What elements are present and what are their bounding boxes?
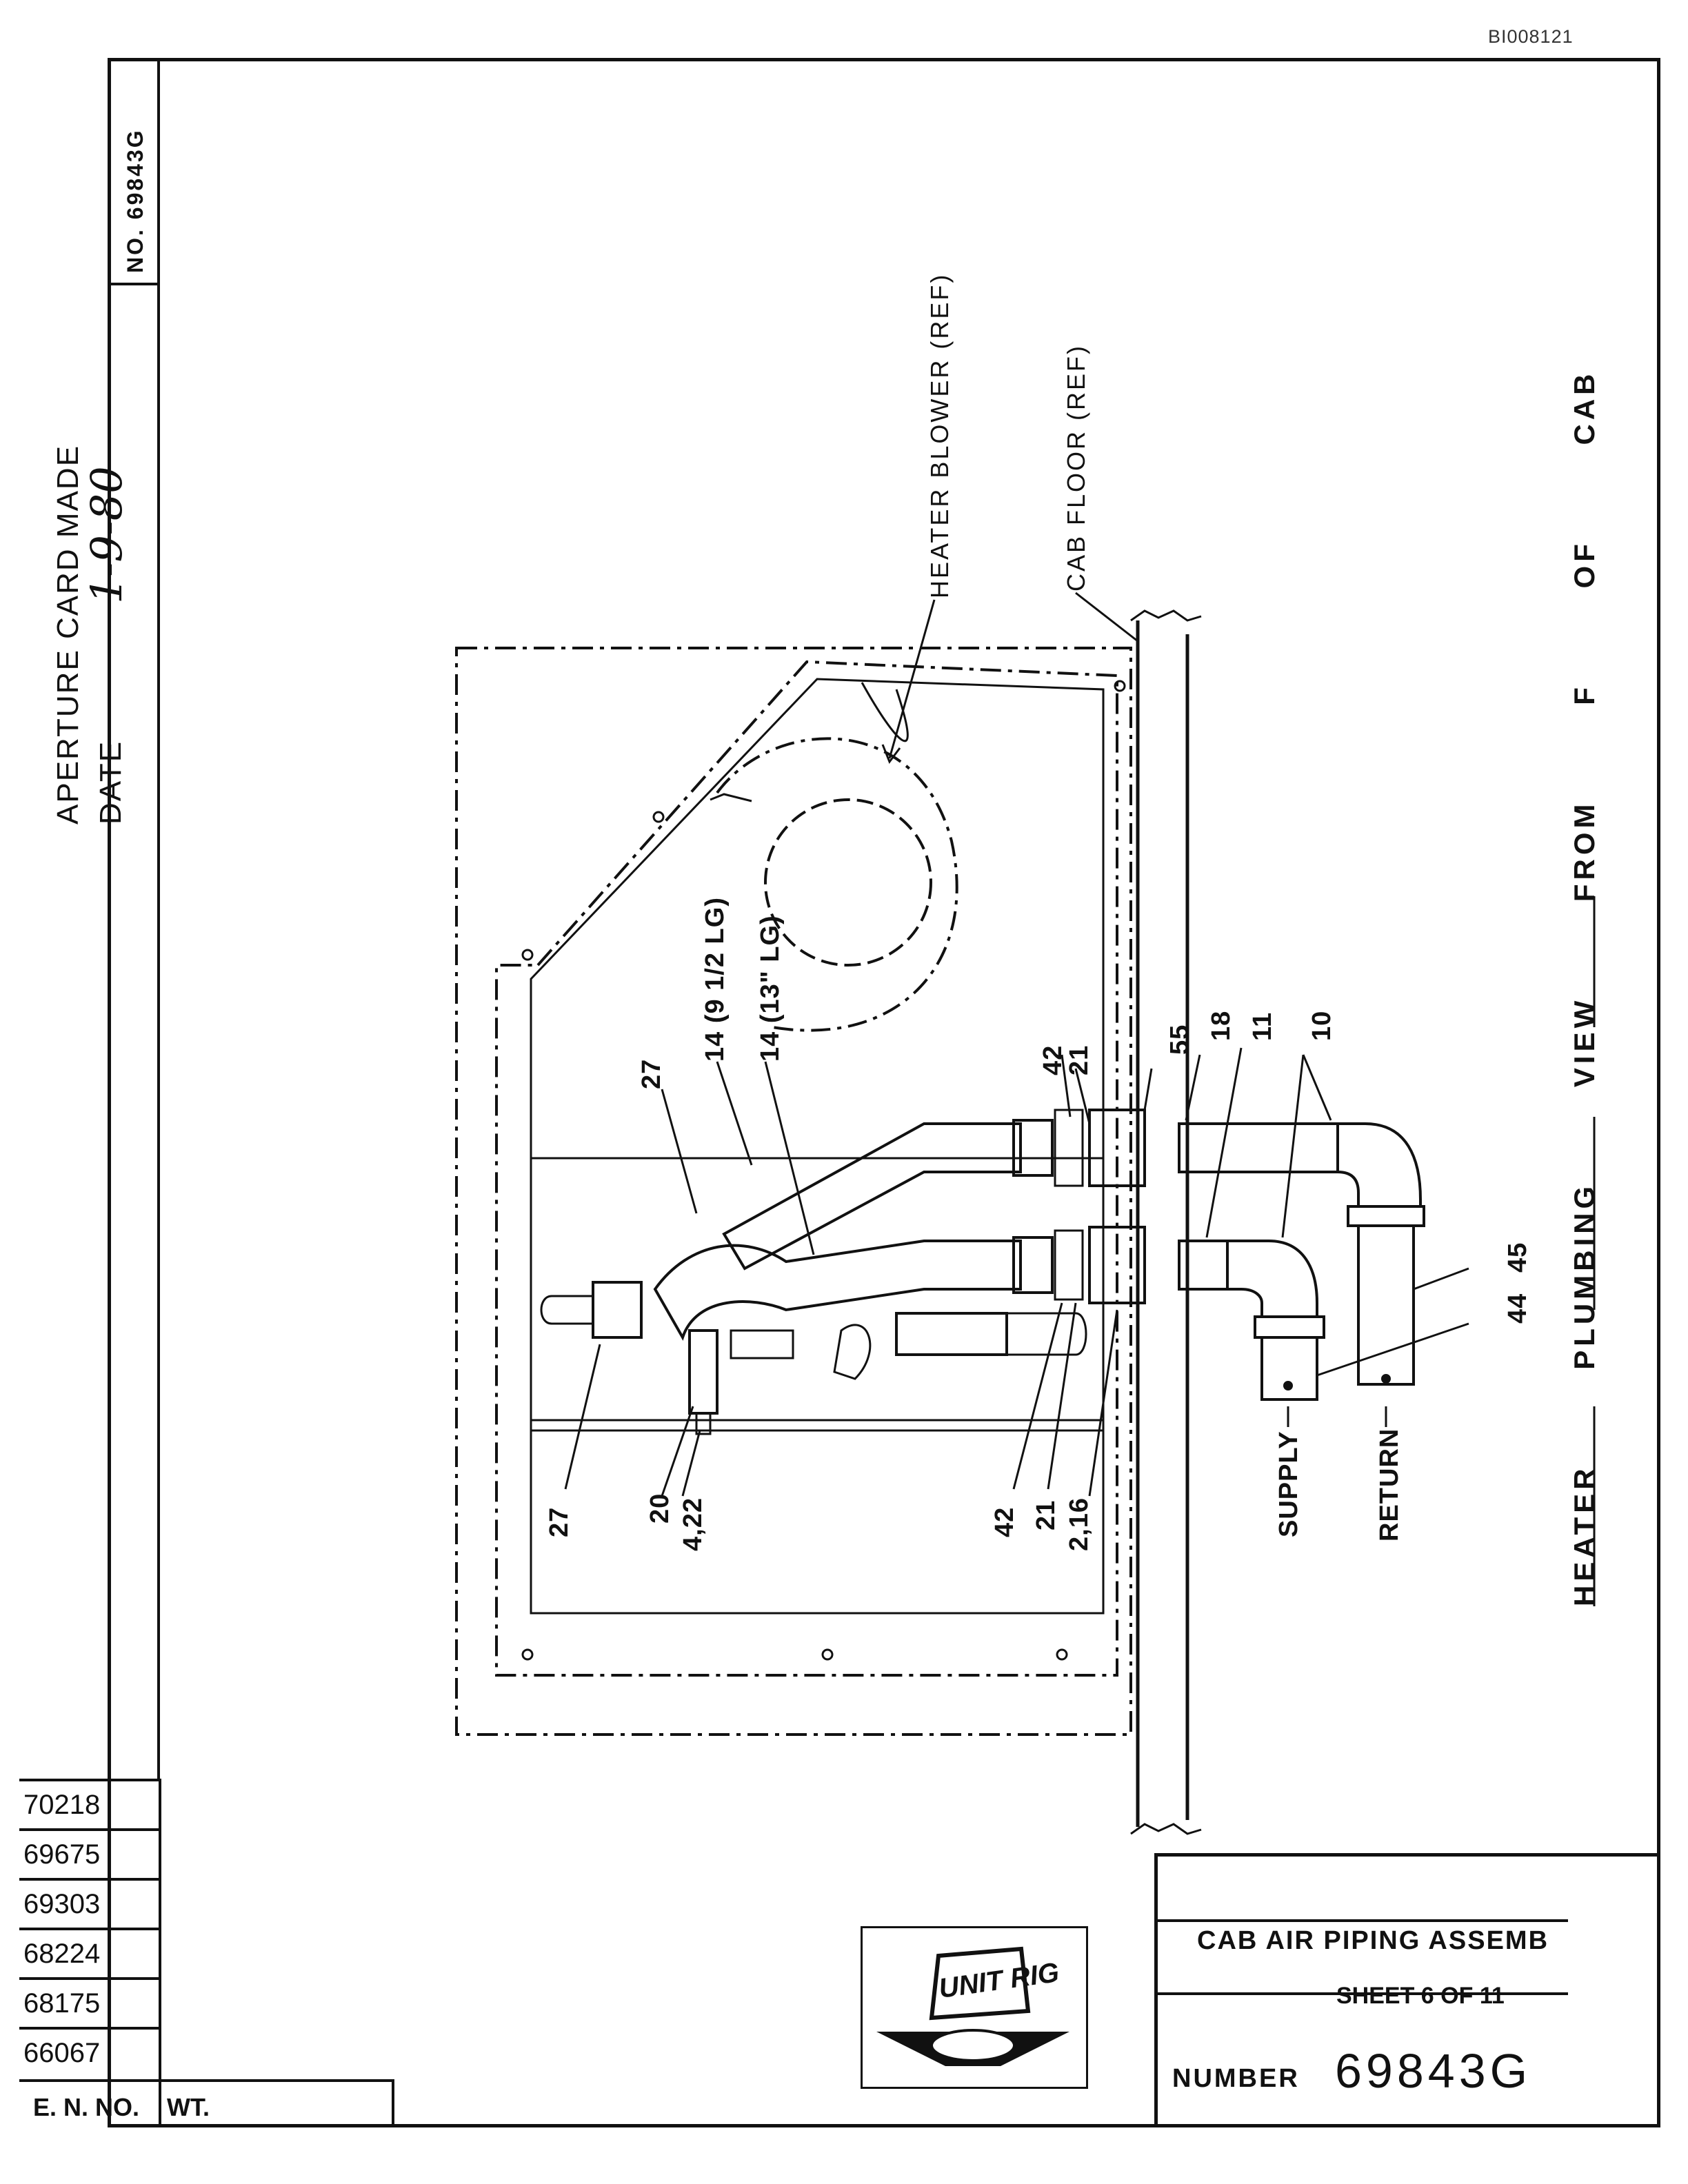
drawing-number-tab bbox=[108, 58, 160, 285]
return-tube bbox=[1357, 1224, 1415, 1386]
en-number-4: 68224 bbox=[19, 1928, 161, 1976]
blower-fan bbox=[764, 798, 932, 967]
callout-10: 10 bbox=[1307, 1010, 1336, 1041]
hose-upper bbox=[722, 1122, 1022, 1271]
supply-tube bbox=[1260, 1336, 1318, 1401]
en-number-5: 68175 bbox=[19, 1977, 161, 2025]
label-hose-14-long: 14 (13" LG) bbox=[756, 915, 785, 1062]
callout-4-22: 4,22 bbox=[679, 1497, 707, 1551]
left-margin-strip bbox=[108, 58, 160, 1781]
weight-header: WT. bbox=[160, 2079, 394, 2127]
drawing-number: 69843G bbox=[1335, 2044, 1532, 2098]
callout-42-upper: 42 bbox=[1038, 1044, 1067, 1075]
label-hose-14-short: 14 (9 1/2 LG) bbox=[701, 897, 730, 1062]
elbow-upper bbox=[1336, 1122, 1422, 1208]
callout-55: 55 bbox=[1165, 1024, 1194, 1055]
valve-body bbox=[688, 1329, 719, 1415]
callout-20: 20 bbox=[645, 1493, 674, 1524]
en-number-6: 66067 bbox=[19, 2027, 161, 2075]
clamp-upper-right bbox=[1012, 1119, 1054, 1177]
heater-box-outline bbox=[455, 647, 1132, 1736]
elbow-lower bbox=[1226, 1240, 1318, 1318]
callout-27-lower: 27 bbox=[545, 1506, 574, 1537]
en-number-2: 69675 bbox=[19, 1828, 161, 1877]
callout-2-16: 2,16 bbox=[1065, 1497, 1094, 1551]
clamp-lower-right bbox=[1012, 1236, 1054, 1294]
callout-21-upper: 21 bbox=[1065, 1044, 1094, 1075]
callout-45: 45 bbox=[1503, 1242, 1532, 1273]
unit-rig-logo: UNIT RIG bbox=[861, 1926, 1088, 2089]
drawing-frame bbox=[108, 58, 1660, 2127]
clamp-left bbox=[592, 1281, 643, 1339]
view-title: HEATER PLUMBING VIEW FROM F OF CAB bbox=[1568, 370, 1600, 1606]
callout-18: 18 bbox=[1207, 1010, 1236, 1041]
label-supply: SUPPLY bbox=[1274, 1430, 1303, 1537]
number-label: NUMBER bbox=[1172, 2064, 1300, 2093]
title-block-divider-1 bbox=[1154, 1919, 1568, 1922]
title-block bbox=[1154, 1853, 1660, 2127]
label-cab-floor: CAB FLOOR (REF) bbox=[1062, 343, 1090, 592]
title-block-divider-2 bbox=[1154, 1992, 1568, 1995]
callout-27-upper: 27 bbox=[637, 1058, 666, 1089]
label-heater-blower: HEATER BLOWER (REF) bbox=[925, 272, 954, 598]
drawing-title: CAB AIR PIPING ASSEMB bbox=[1197, 1926, 1549, 1955]
en-number-header: E. N. NO. bbox=[19, 2079, 161, 2127]
heater-tube-lower bbox=[895, 1312, 1008, 1356]
callout-42-lower: 42 bbox=[990, 1506, 1019, 1537]
heater-box-inner bbox=[495, 660, 1118, 1677]
en-number-1: 70218 bbox=[19, 1779, 161, 1827]
hose-lower bbox=[653, 1240, 1022, 1341]
callout-44: 44 bbox=[1503, 1293, 1532, 1324]
logo-graphic bbox=[876, 1946, 1069, 2066]
bulkhead-upper bbox=[1088, 1109, 1146, 1187]
heater-panel bbox=[530, 678, 1105, 1615]
en-number-column bbox=[19, 1779, 161, 2127]
callout-11: 11 bbox=[1248, 1011, 1277, 1041]
bulkhead-lower bbox=[1088, 1226, 1146, 1304]
label-return: RETURN bbox=[1375, 1428, 1404, 1541]
en-number-3: 69303 bbox=[19, 1878, 161, 1926]
document-id: BI008121 bbox=[1488, 26, 1574, 47]
pipe-18 bbox=[1178, 1122, 1339, 1173]
callout-21-lower: 21 bbox=[1032, 1499, 1061, 1530]
sheet-number: SHEET 6 OF 11 bbox=[1336, 1983, 1505, 2009]
